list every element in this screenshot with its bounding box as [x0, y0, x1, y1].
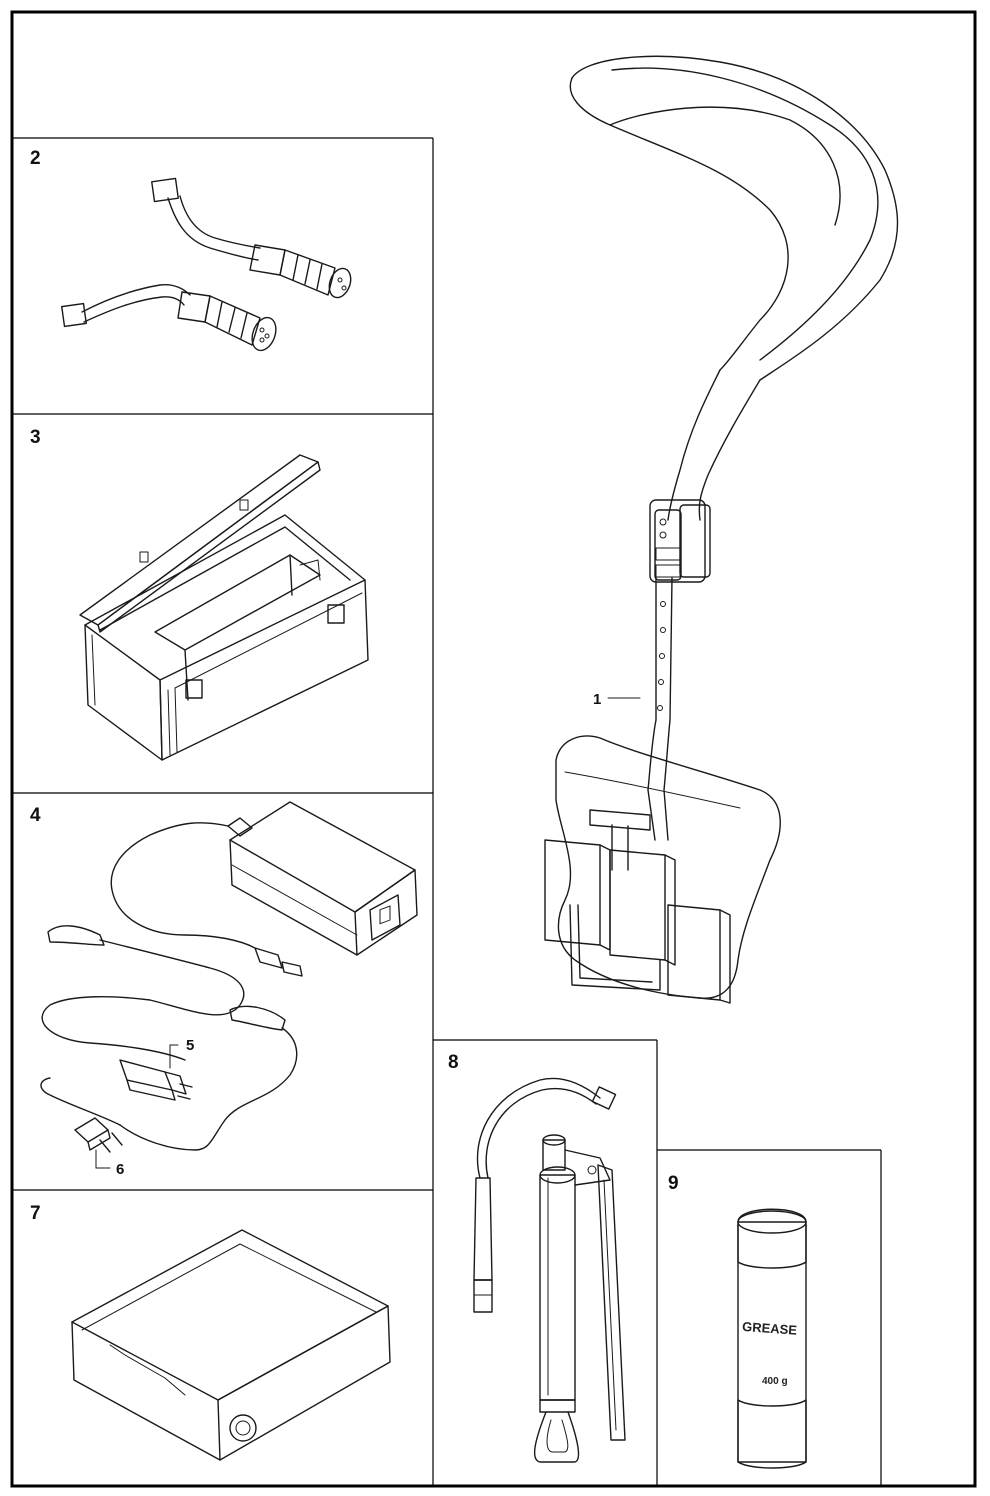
callout-5: 5: [186, 1037, 194, 1054]
charger-illustration: 5 6: [40, 801, 418, 1178]
panel-number-2: 2: [30, 148, 41, 169]
grease-weight: 400 g: [762, 1376, 788, 1387]
callout-1: 1: [593, 691, 601, 708]
panel-number-4: 4: [30, 805, 41, 826]
panel-number-7: 7: [30, 1203, 41, 1224]
panel-grid: [12, 137, 882, 1486]
cable-pair-illustration: [61, 177, 352, 352]
battery-unit-illustration: [71, 1229, 391, 1461]
panel-number-8: 8: [448, 1052, 459, 1073]
panel-number-3: 3: [30, 427, 41, 448]
harness-illustration: 1: [544, 55, 899, 1004]
grease-cartridge-illustration: GREASE 400 g: [737, 1208, 807, 1469]
transport-box-illustration: [79, 454, 369, 761]
panel-number-9: 9: [668, 1173, 679, 1194]
outer-frame: [10, 10, 977, 1488]
callout-6: 6: [116, 1161, 124, 1178]
grease-gun-illustration: [473, 1077, 626, 1463]
grease-label: GREASE: [742, 1319, 798, 1338]
